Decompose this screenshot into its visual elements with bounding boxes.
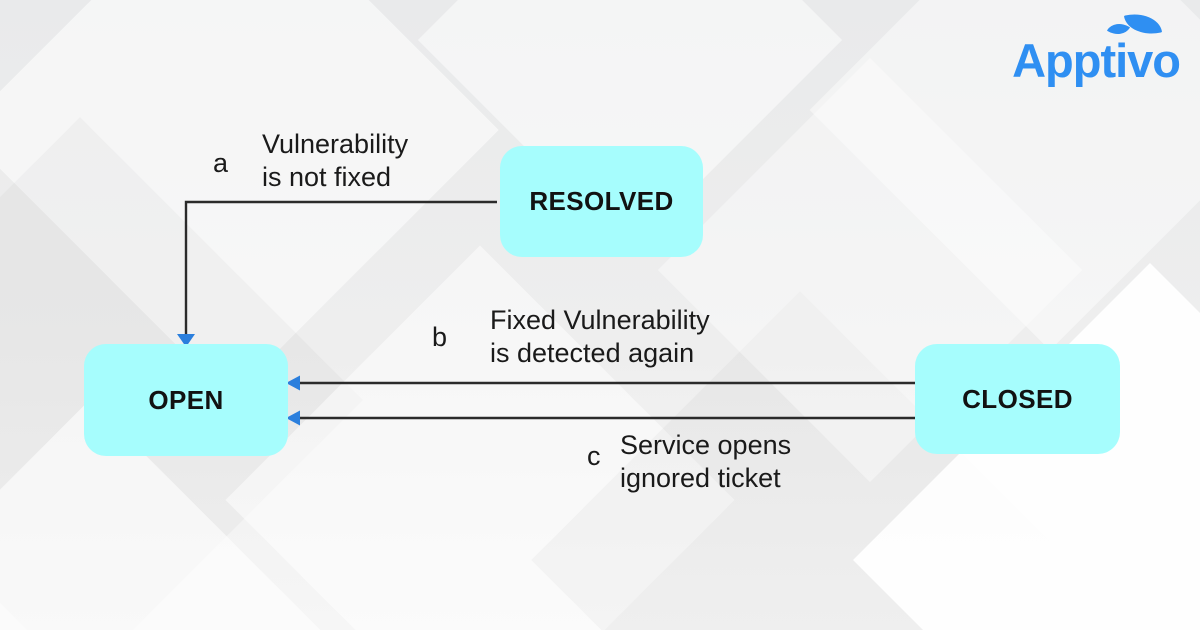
transition-b-label: Fixed Vulnerability is detected again (490, 304, 710, 370)
transition-b-key: b (432, 322, 448, 352)
apptivo-logo-text: Apptivo (1012, 34, 1181, 87)
transition-c-label: Service opens ignored ticket (620, 429, 791, 495)
node-closed: CLOSED (915, 344, 1120, 454)
transition-a-label: Vulnerability is not fixed (262, 128, 408, 194)
transition-c-line1: Service opens (620, 430, 792, 460)
transition-b-line2: is detected again (490, 338, 695, 368)
node-resolved: RESOLVED (500, 146, 703, 257)
transition-c-line2: ignored ticket (620, 463, 781, 493)
arrowhead-b (286, 375, 300, 391)
transition-a-key: a (213, 148, 229, 178)
arrowhead-a (177, 334, 195, 347)
transition-a-line2: is not fixed (262, 162, 392, 192)
node-open: OPEN (84, 344, 288, 456)
arrow-a (184, 200, 497, 336)
transition-c-key: c (587, 441, 601, 471)
transition-b-line1: Fixed Vulnerability (490, 305, 710, 335)
arrowhead-c (286, 410, 300, 426)
transition-a-line1: Vulnerability (262, 129, 409, 159)
apptivo-logo: Apptivo (1012, 8, 1184, 96)
